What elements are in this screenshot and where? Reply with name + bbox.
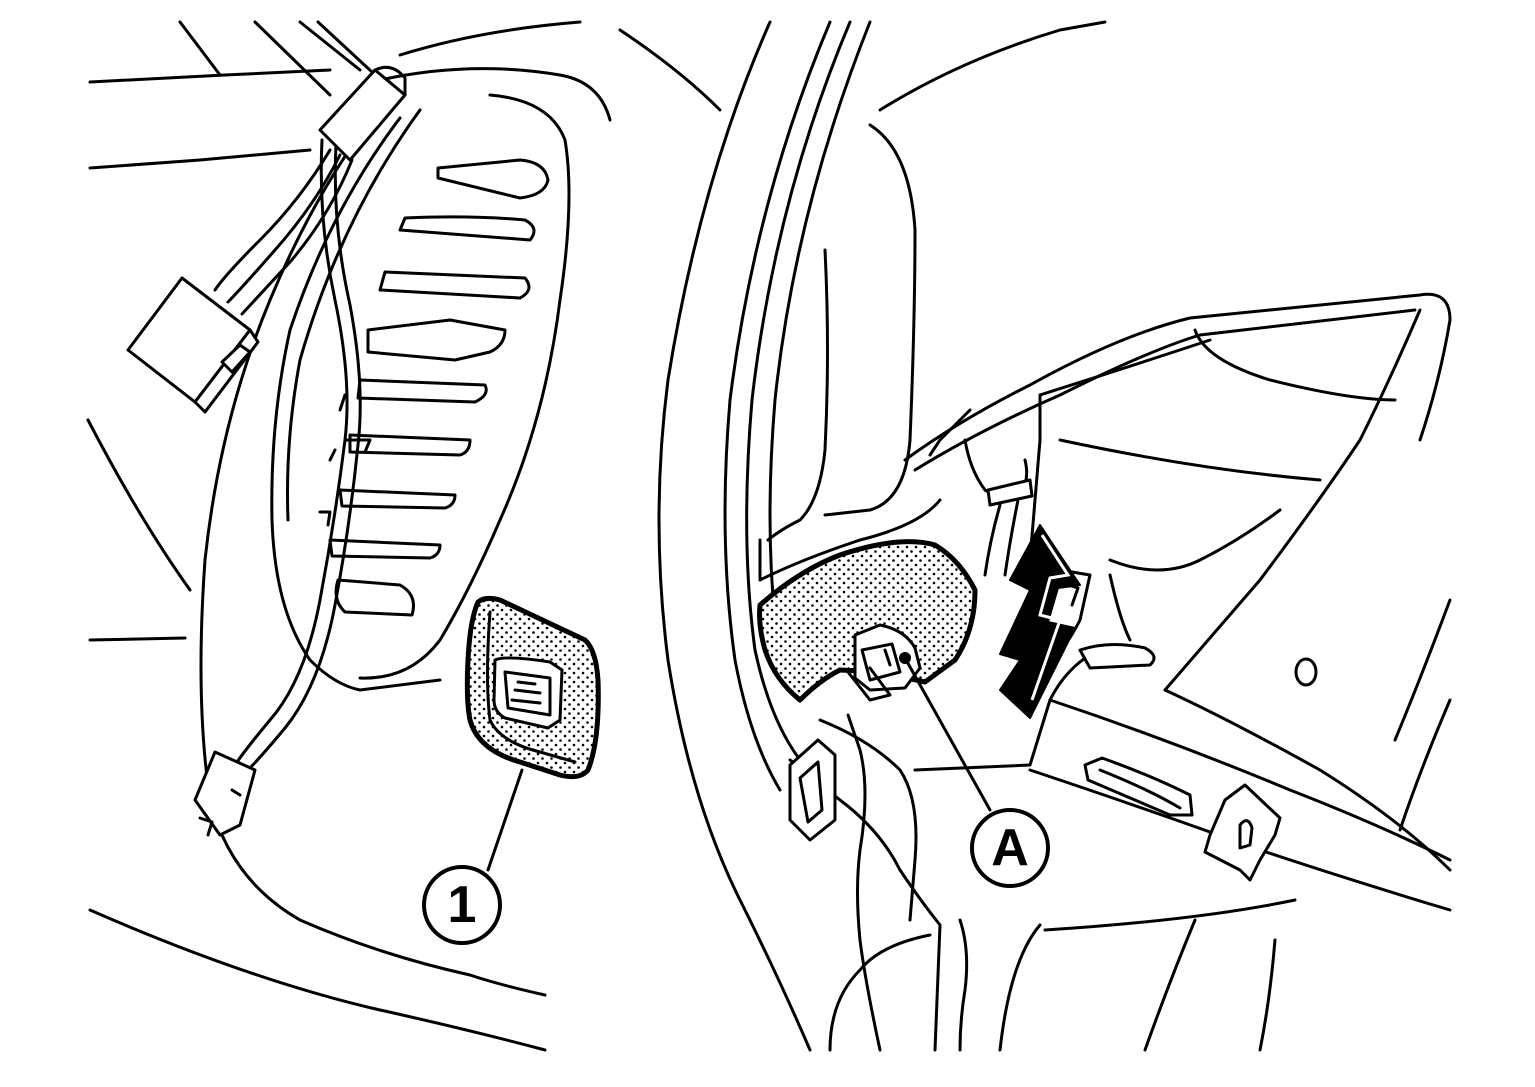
callout-1-label: 1 [448,876,477,934]
up-down-arrow-icon [999,524,1081,719]
callout-a: A [899,652,1050,888]
callout-a-label: A [991,819,1029,877]
part-1-switch [464,595,601,780]
callout-1: 1 [422,768,524,945]
right-view [618,20,1452,1052]
left-view [86,20,612,1052]
